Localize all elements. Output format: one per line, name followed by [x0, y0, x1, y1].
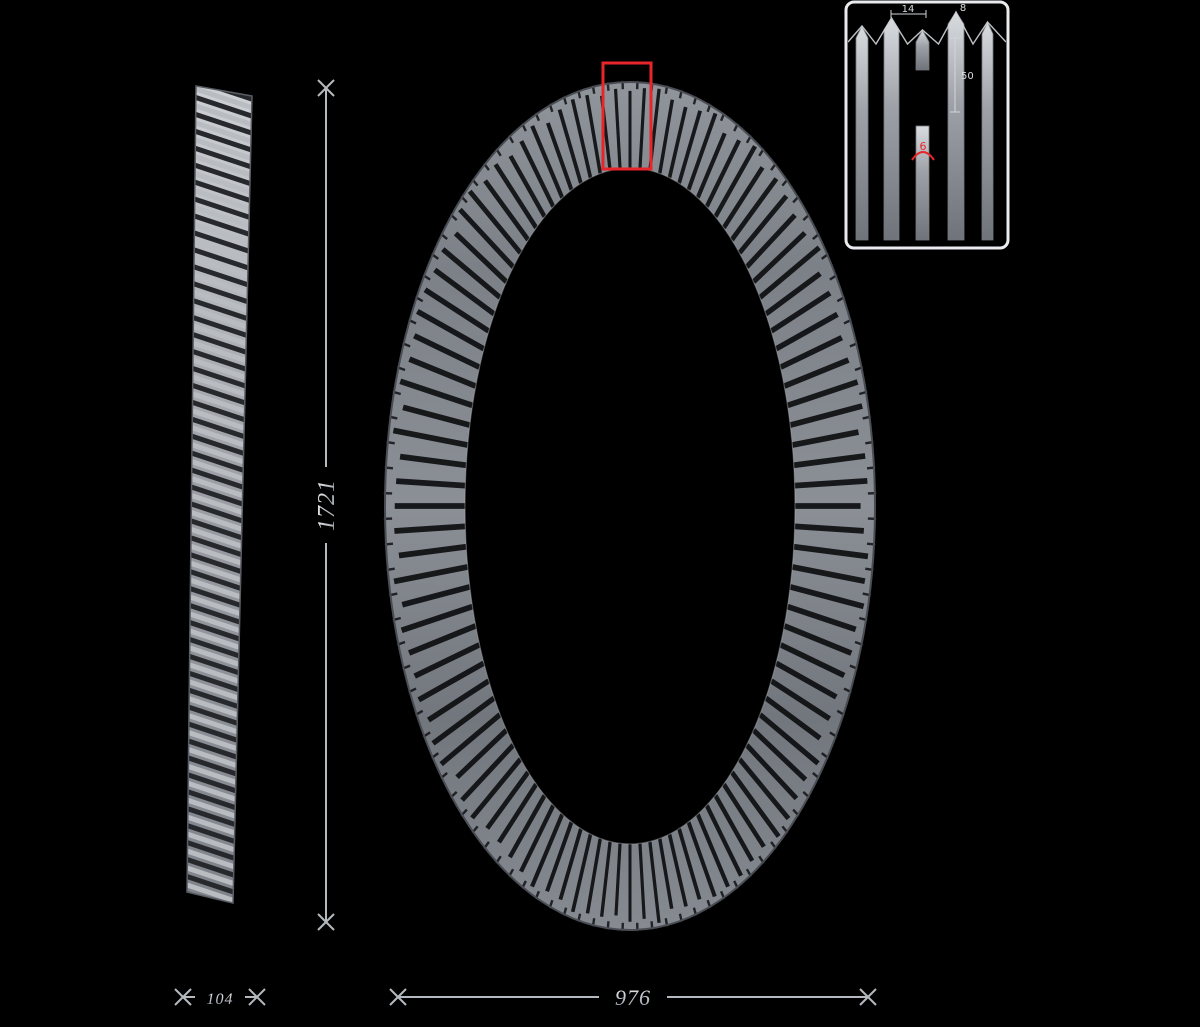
detail-highlight-rectangle [601, 61, 653, 171]
inset-slot-dimension-label-red: 6 [920, 140, 927, 153]
thickness-label-backplate [195, 987, 245, 1009]
width-dimension-value: 976 [615, 985, 651, 1010]
height-label-backplate [311, 467, 341, 543]
inset-tip-dimension-label: 8 [960, 3, 966, 14]
slotted-ring-front-view [383, 80, 877, 932]
inset-red-dimension-arc [911, 151, 935, 161]
width-dimension-label-group: 976 [599, 985, 667, 1011]
width-label-backplate [599, 985, 667, 1011]
inset-pitch-dimension-label: 14 [902, 4, 915, 15]
thickness-dimension-value: 104 [207, 991, 234, 1008]
thickness-dimension-label-group: 104 [195, 987, 245, 1009]
height-dimension-label-group: 1721 [311, 467, 341, 543]
inset-depth-dimension-label: 50 [961, 71, 974, 82]
ring-side-view [186, 85, 253, 904]
inset-teeth-drawing [848, 10, 1006, 241]
height-dimension-value: 1721 [314, 479, 340, 531]
detail-inset: 14 8 50 6 [844, 0, 1010, 250]
